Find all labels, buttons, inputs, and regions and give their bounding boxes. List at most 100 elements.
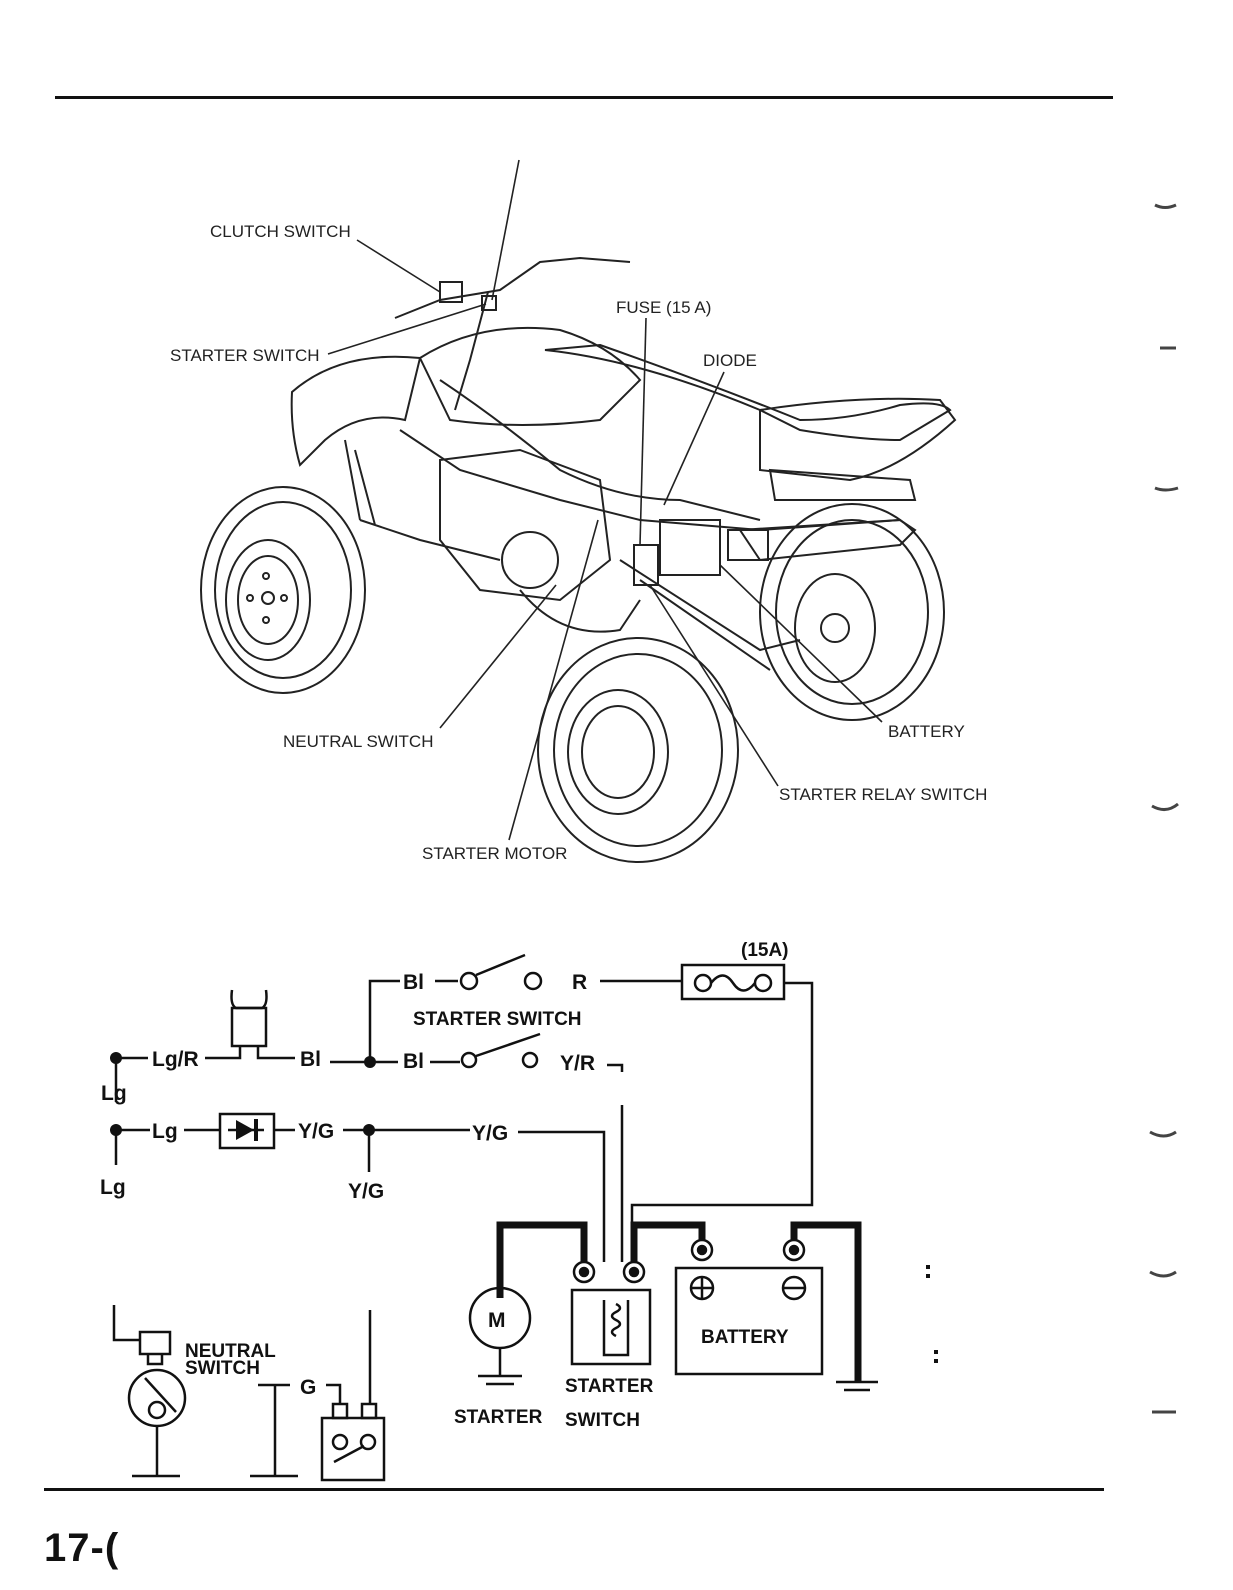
mark-2 xyxy=(926,1274,930,1278)
wire-battery-neg xyxy=(790,1221,862,1382)
engine xyxy=(439,448,612,602)
wire-y-r xyxy=(607,1063,624,1262)
leader-top xyxy=(491,159,520,301)
exhaust xyxy=(738,518,917,562)
wire-label-lg: Lg xyxy=(152,1120,178,1143)
rear-wheel-right xyxy=(759,503,945,721)
edge-tab-4 xyxy=(1151,802,1179,811)
engine-cover xyxy=(501,531,559,589)
footpeg-area xyxy=(519,589,641,633)
relay-coil-frame xyxy=(602,1300,630,1357)
leader-battery xyxy=(719,564,883,723)
switch-contact-2 xyxy=(523,971,543,991)
fuse-terminal-right xyxy=(753,973,773,993)
leader-starter-switch xyxy=(327,303,487,355)
clutch-switch-symbol xyxy=(230,989,268,1010)
label-fuse-rating: (15A) xyxy=(741,940,789,961)
battery-box-symbol xyxy=(674,1266,824,1376)
front-wheel xyxy=(200,486,366,694)
fuse-element xyxy=(710,974,756,992)
label-starter-motor: STARTER MOTOR xyxy=(422,844,567,863)
wire-neutral-in xyxy=(112,1305,140,1342)
wire-label-bl-top: Bl xyxy=(403,971,424,994)
node-y-g xyxy=(363,1124,375,1136)
top-rule xyxy=(55,96,1113,99)
switch2-blade xyxy=(475,1032,541,1058)
mark-1 xyxy=(926,1265,930,1269)
relay-post-2-dot xyxy=(628,1266,640,1278)
frame xyxy=(399,429,901,532)
wire-harness xyxy=(439,379,761,521)
swingarm xyxy=(619,559,801,671)
edge-tabs xyxy=(1149,203,1179,1414)
label-clutch-switch: CLUTCH SWITCH xyxy=(210,222,351,241)
label-battery: BATTERY xyxy=(888,722,965,741)
leader-diode xyxy=(663,371,725,506)
diode-triangle-icon xyxy=(236,1120,254,1140)
edge-tab-3 xyxy=(1154,486,1179,492)
relay-blade xyxy=(333,1444,365,1464)
wire-label-bl-mid: Bl xyxy=(300,1048,321,1071)
battery-post-pos xyxy=(690,1238,714,1262)
leader-starter-motor xyxy=(508,519,599,841)
relay-post-1-dot xyxy=(578,1266,590,1278)
leader-clutch xyxy=(356,239,441,293)
leader-lines xyxy=(327,159,883,841)
wire-clutch-left xyxy=(205,1046,242,1060)
label-diode: DIODE xyxy=(703,351,757,370)
fuse-terminal-left xyxy=(693,973,713,993)
mark-4 xyxy=(934,1359,938,1363)
wire-label-y-g-bottom: Y/G xyxy=(348,1180,384,1203)
label-fuse: FUSE (15 A) xyxy=(616,298,711,317)
wire-label-lg-bottom: Lg xyxy=(100,1176,126,1199)
atv-illustration xyxy=(200,256,957,863)
wire-battery-pos xyxy=(630,1221,706,1262)
battery-post-neg-dot xyxy=(788,1244,800,1256)
relay-body xyxy=(320,1416,386,1482)
clutch-switch-box xyxy=(230,1006,268,1048)
wire-label-y-r: Y/R xyxy=(560,1052,595,1075)
wire-y-g-2 xyxy=(518,1130,606,1262)
battery-post-neg xyxy=(782,1238,806,1262)
motor-symbol-letter: M xyxy=(488,1309,506,1332)
mark-3 xyxy=(934,1350,938,1354)
diode-connector xyxy=(727,529,769,561)
neutral-connector xyxy=(138,1330,172,1356)
edge-tab-1 xyxy=(1154,203,1177,209)
wiring-schematic xyxy=(112,953,878,1482)
node-lg-r xyxy=(110,1052,122,1064)
leader-neutral xyxy=(439,584,557,729)
wire-label-lg-partial: Lg xyxy=(101,1082,127,1105)
label-starter-switch: STARTER SWITCH xyxy=(170,346,320,365)
wire-motor-heavy xyxy=(496,1221,588,1298)
wire-fuse-to-battery xyxy=(630,981,814,1262)
wire-label-lg-r: Lg/R xyxy=(152,1048,199,1071)
wire-clutch-right xyxy=(256,1046,295,1060)
neutral-switch-blade xyxy=(144,1377,177,1413)
relay-terminal-2 xyxy=(360,1402,378,1420)
bottom-rule xyxy=(44,1488,1104,1491)
label-starter-switch-schematic: STARTER SWITCH xyxy=(413,1009,582,1030)
wire-g xyxy=(326,1383,342,1404)
rear-fender xyxy=(759,397,957,482)
switch2-contact-1 xyxy=(460,1051,478,1069)
relay-coil xyxy=(610,1302,622,1338)
edge-tab-5 xyxy=(1149,1130,1177,1138)
wire-label-bl-switch: Bl xyxy=(403,1050,424,1073)
starter-switch-body xyxy=(481,295,497,311)
battery-box xyxy=(659,519,721,576)
leader-relay xyxy=(649,584,779,787)
starter-relay-box xyxy=(570,1288,652,1366)
relay-terminal-1 xyxy=(331,1402,349,1420)
rear-rack xyxy=(768,468,917,501)
page-number: 17-( xyxy=(44,1526,120,1570)
wire-label-y-g-2: Y/G xyxy=(472,1122,508,1145)
wire-label-r: R xyxy=(572,971,587,994)
wire-label-y-g-1: Y/G xyxy=(298,1120,334,1143)
label-starter: STARTER xyxy=(454,1407,543,1428)
seat xyxy=(544,343,952,442)
starter-relay-body xyxy=(633,544,659,586)
relay-contact-1 xyxy=(331,1433,349,1451)
wire-label-g: G xyxy=(300,1376,316,1399)
